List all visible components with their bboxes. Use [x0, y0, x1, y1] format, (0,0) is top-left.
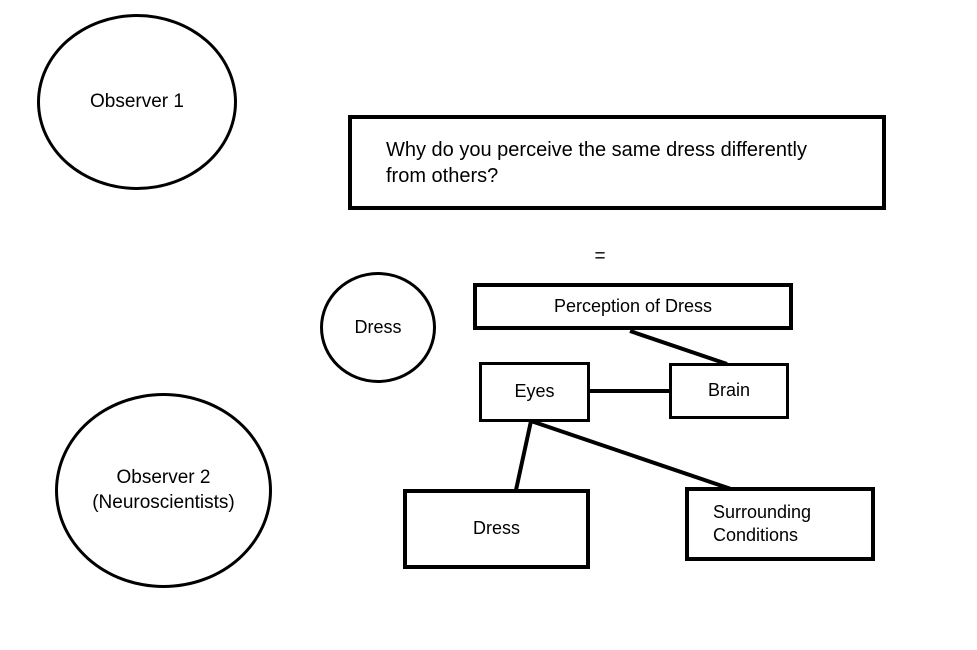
- question-text-box[interactable]: Why do you perceive the same dress diffe…: [348, 115, 886, 210]
- node-surrounding-conditions[interactable]: Surrounding Conditions: [685, 487, 875, 561]
- connector-perception-to-brain: [629, 329, 728, 366]
- node-observer-2-label: Observer 2 (Neuroscientists): [92, 466, 235, 513]
- node-brain-label: Brain: [707, 380, 751, 401]
- connector-eyes-to-surrounding-conditions: [530, 419, 732, 491]
- question-text: Why do you perceive the same dress diffe…: [386, 138, 807, 187]
- node-eyes[interactable]: Eyes: [479, 362, 590, 422]
- node-dress-box[interactable]: Dress: [403, 489, 590, 569]
- node-dress-circle-label: Dress: [354, 316, 402, 337]
- node-observer-1-label: Observer 1: [90, 90, 184, 112]
- connector-eyes-to-dress: [514, 420, 533, 491]
- node-perception-of-dress-label: Perception of Dress: [553, 295, 713, 316]
- node-observer-1[interactable]: Observer 1: [37, 14, 237, 190]
- node-surrounding-conditions-label: Surrounding Conditions: [713, 501, 812, 545]
- node-perception-of-dress[interactable]: Perception of Dress: [473, 283, 793, 330]
- node-observer-2[interactable]: Observer 2 (Neuroscientists): [55, 393, 272, 588]
- node-dress-box-label: Dress: [472, 518, 520, 539]
- node-brain[interactable]: Brain: [669, 363, 789, 419]
- node-eyes-label: Eyes: [514, 381, 555, 402]
- equals-sign: =: [578, 243, 622, 271]
- equals-sign-label: =: [594, 245, 606, 267]
- node-dress-circle[interactable]: Dress: [320, 272, 436, 383]
